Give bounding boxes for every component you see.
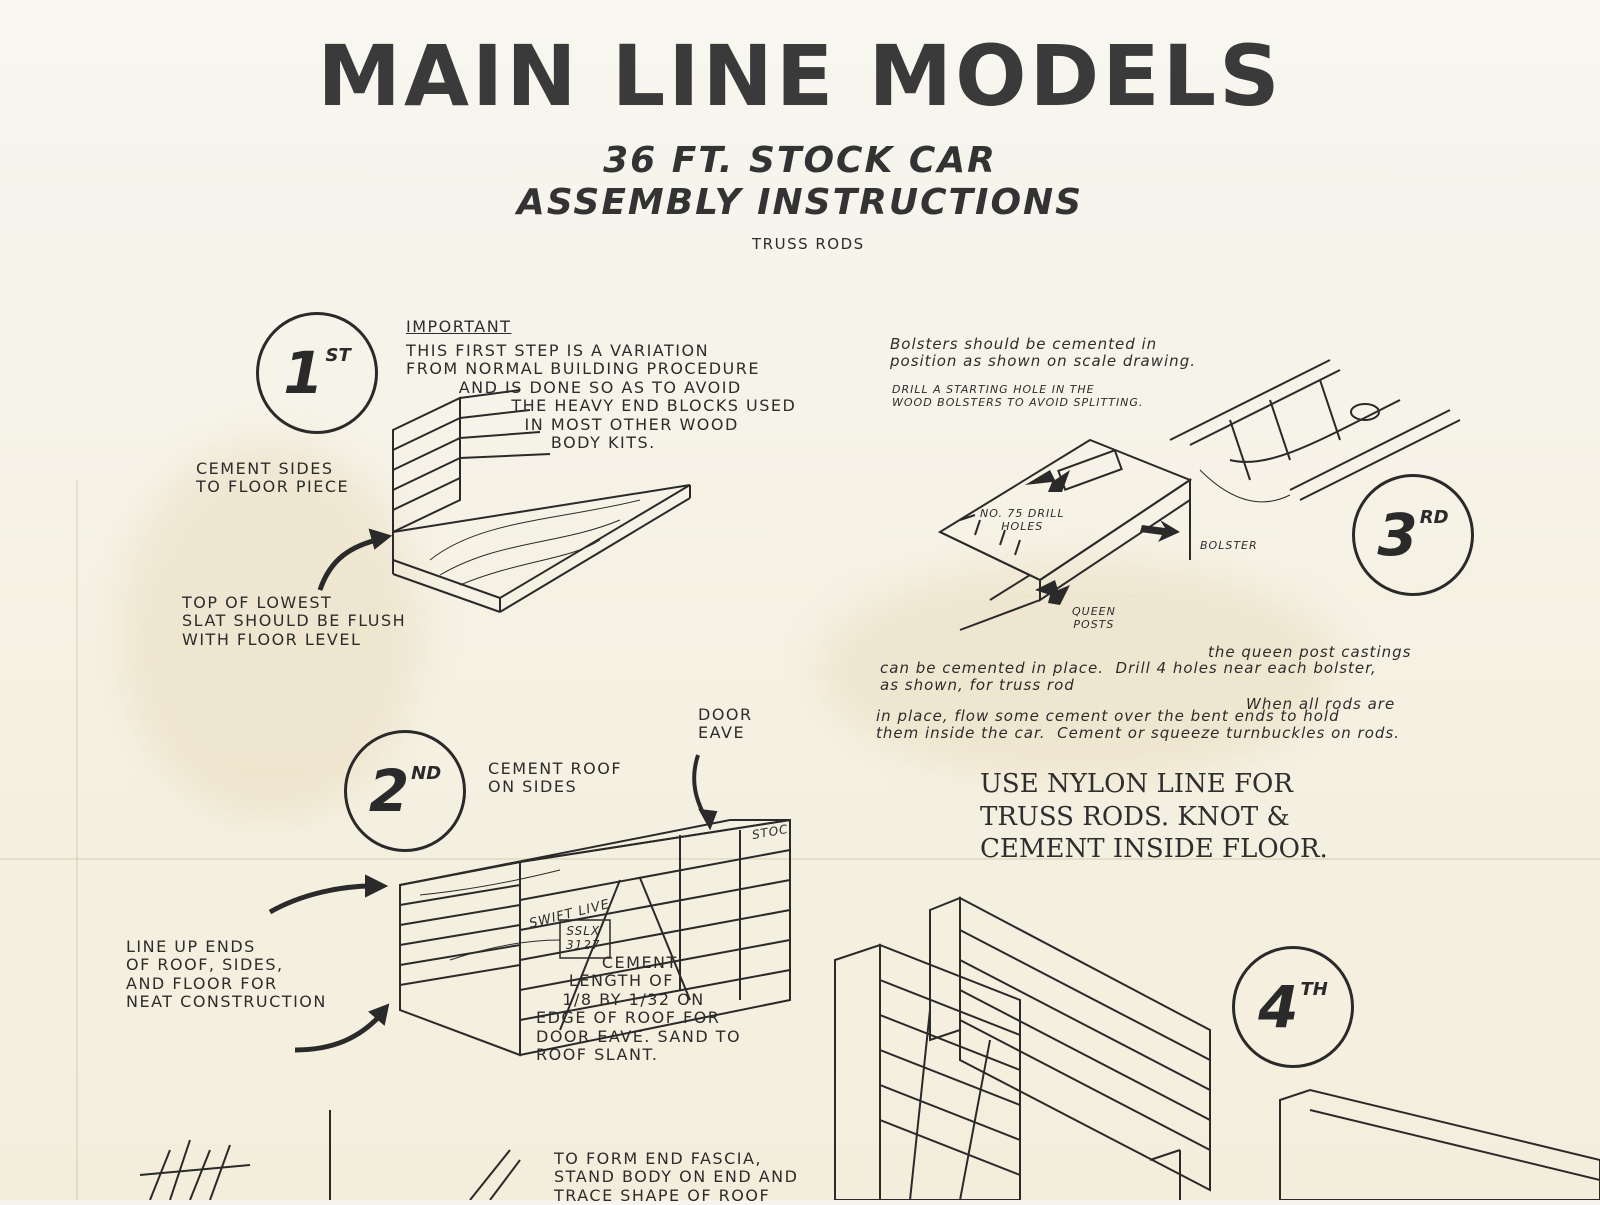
paper-fold (0, 858, 1600, 860)
step3-underframe-diagram (937, 359, 1461, 631)
cement-length-label: CEMENT LENGTH OF 1/8 BY 1/32 ON EDGE OF … (536, 953, 742, 1064)
drill-holes-label: NO. 75 DRILL HOLES (980, 507, 1065, 533)
section-label: TRUSS RODS (752, 235, 865, 253)
step3-para1a: the queen post castings (1208, 643, 1412, 661)
paper-fold (76, 480, 78, 1200)
queen-posts-label: QUEEN POSTS (1072, 605, 1116, 631)
step3-para1b: can be cemented in place. Drill 4 holes … (880, 659, 1377, 695)
step1-floor-diagram (392, 389, 691, 613)
nylon-note: USE NYLON LINE FOR TRUSS RODS. KNOT & CE… (980, 769, 1328, 864)
step1-note: THIS FIRST STEP IS A VARIATION FROM NORM… (406, 341, 797, 452)
important-heading: IMPORTANT (406, 317, 512, 336)
bolsters-note: Bolsters should be cemented in position … (890, 335, 1196, 371)
step2-car-diagram (399, 818, 791, 1057)
fascia-label: TO FORM END FASCIA, STAND BODY ON END AN… (554, 1149, 799, 1205)
step3-para2b: in place, flow some cement over the bent… (876, 707, 1400, 743)
door-eave-label: DOOR EAVE (698, 705, 753, 743)
bolster-label: BOLSTER (1200, 539, 1258, 552)
paper-stain (820, 560, 1340, 780)
cement-roof-label: CEMENT ROOF ON SIDES (488, 759, 623, 797)
step4-panels-diagram (834, 896, 1600, 1200)
page-title: MAIN LINE MODELS (317, 27, 1283, 125)
step3-para2a: When all rods are (1246, 695, 1396, 713)
cement-sides-label: CEMENT SIDES TO FLOOR PIECE (196, 459, 350, 497)
top-slat-label: TOP OF LOWEST SLAT SHOULD BE FLUSH WITH … (182, 593, 407, 649)
step5-partial-diagram (139, 1110, 521, 1200)
line-up-label: LINE UP ENDS OF ROOF, SIDES, AND FLOOR F… (126, 937, 327, 1012)
drill-note: DRILL A STARTING HOLE IN THE WOOD BOLSTE… (892, 383, 1144, 409)
subtitle-line-1: 36 FT. STOCK CAR (603, 140, 997, 181)
subtitle-line-2: ASSEMBLY INSTRUCTIONS (516, 182, 1084, 223)
car-number: SSLX 3127 (566, 924, 601, 952)
